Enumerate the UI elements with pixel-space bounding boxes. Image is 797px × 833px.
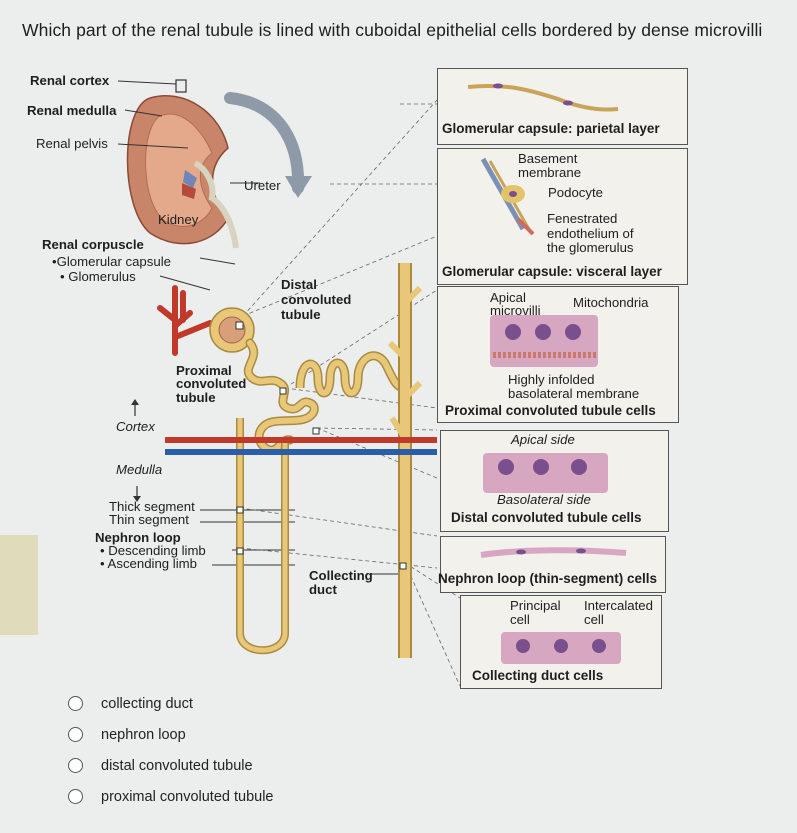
label-renal-medulla: Renal medulla bbox=[27, 103, 117, 118]
answer-options: collecting duct nephron loop distal conv… bbox=[68, 688, 274, 812]
caption-loop: Nephron loop (thin-segment) cells bbox=[438, 571, 658, 586]
label-thick-segment: Thick segment bbox=[109, 499, 195, 514]
label-renal-pelvis: Renal pelvis bbox=[36, 136, 108, 151]
caption-proximal: Proximal convoluted tubule cells bbox=[445, 403, 656, 418]
panel-distal bbox=[440, 430, 669, 532]
panel-collecting bbox=[460, 595, 662, 689]
label-kidney: Kidney bbox=[158, 212, 199, 227]
label-intercalated-1: Intercalated bbox=[584, 598, 653, 613]
label-proximal-2: convoluted bbox=[176, 376, 247, 391]
label-fenestrated-3: the glomerulus bbox=[547, 240, 634, 255]
kidney-illustration bbox=[126, 79, 239, 249]
label-ascending-limb: • Ascending limb bbox=[100, 556, 197, 571]
proximal-cells-illustration bbox=[490, 315, 598, 367]
label-apical-2: microvilli bbox=[490, 303, 541, 318]
label-mitochondria: Mitochondria bbox=[573, 295, 649, 310]
parietal-cells-illustration bbox=[467, 83, 619, 112]
option-label: collecting duct bbox=[101, 695, 193, 712]
label-principal-1: Principal bbox=[510, 598, 561, 613]
label-thin-segment: Thin segment bbox=[109, 512, 189, 527]
panel-parietal bbox=[437, 68, 688, 145]
option-nephron-loop[interactable]: nephron loop bbox=[68, 719, 274, 750]
label-distal-3: tubule bbox=[281, 307, 321, 322]
panel-visceral bbox=[437, 148, 688, 285]
nephron-figure: Renal cortex Renal medulla Renal pelvis … bbox=[0, 58, 797, 689]
label-medulla: Medulla bbox=[116, 462, 163, 477]
distal-cells-illustration bbox=[483, 453, 608, 493]
label-basement-1: Basement bbox=[518, 151, 578, 166]
label-collecting-2: duct bbox=[309, 582, 337, 597]
label-infolded-1: Highly infolded bbox=[508, 372, 595, 387]
option-proximal-convoluted-tubule[interactable]: proximal convoluted tubule bbox=[68, 781, 274, 812]
option-distal-convoluted-tubule[interactable]: distal convoluted tubule bbox=[68, 750, 274, 781]
label-glomerular-capsule: •Glomerular capsule bbox=[52, 254, 171, 269]
radio-button[interactable] bbox=[68, 696, 83, 711]
nephron-illustration bbox=[117, 79, 461, 687]
label-fenestrated-1: Fenestrated bbox=[547, 211, 618, 226]
caption-parietal: Glomerular capsule: parietal layer bbox=[442, 121, 660, 136]
loop-cells-illustration bbox=[480, 547, 627, 558]
radio-button[interactable] bbox=[68, 758, 83, 773]
label-glomerulus: • Glomerulus bbox=[60, 269, 136, 284]
label-basement-2: membrane bbox=[518, 165, 582, 180]
caption-distal: Distal convoluted tubule cells bbox=[451, 510, 642, 525]
label-nephron-loop: Nephron loop bbox=[95, 530, 181, 545]
label-renal-corpuscle: Renal corpuscle bbox=[42, 237, 144, 252]
label-podocyte: Podocyte bbox=[548, 185, 603, 200]
radio-button[interactable] bbox=[68, 727, 83, 742]
label-collecting-1: Collecting bbox=[309, 568, 373, 583]
panel-loop bbox=[440, 536, 666, 593]
label-basolateral-side: Basolateral side bbox=[497, 492, 591, 507]
panel-proximal bbox=[437, 286, 679, 423]
label-ureter: Ureter bbox=[244, 178, 281, 193]
radio-button[interactable] bbox=[68, 789, 83, 804]
label-apical-side: Apical side bbox=[511, 432, 575, 447]
label-fenestrated-2: endothelium of bbox=[547, 226, 634, 241]
left-color-strip bbox=[0, 535, 38, 635]
podocyte-illustration bbox=[480, 157, 535, 236]
label-distal-2: convoluted bbox=[281, 292, 352, 307]
option-label: nephron loop bbox=[101, 726, 186, 743]
question-text: Which part of the renal tubule is lined … bbox=[22, 20, 763, 40]
label-distal-1: Distal bbox=[281, 277, 317, 292]
option-label: distal convoluted tubule bbox=[101, 757, 253, 774]
option-label: proximal convoluted tubule bbox=[101, 788, 274, 805]
caption-collecting: Collecting duct cells bbox=[472, 668, 604, 683]
label-renal-cortex: Renal cortex bbox=[30, 73, 110, 88]
label-apical-1: Apical bbox=[490, 290, 526, 305]
label-proximal-1: Proximal bbox=[176, 363, 232, 378]
option-collecting-duct[interactable]: collecting duct bbox=[68, 688, 274, 719]
caption-visceral: Glomerular capsule: visceral layer bbox=[442, 264, 662, 279]
label-descending-limb: • Descending limb bbox=[100, 543, 206, 558]
collecting-cells-illustration bbox=[501, 632, 621, 664]
label-cortex: Cortex bbox=[116, 419, 155, 434]
label-infolded-2: basolateral membrane bbox=[508, 386, 640, 401]
label-intercalated-2: cell bbox=[584, 612, 604, 627]
label-principal-2: cell bbox=[510, 612, 530, 627]
label-proximal-3: tubule bbox=[176, 390, 216, 405]
